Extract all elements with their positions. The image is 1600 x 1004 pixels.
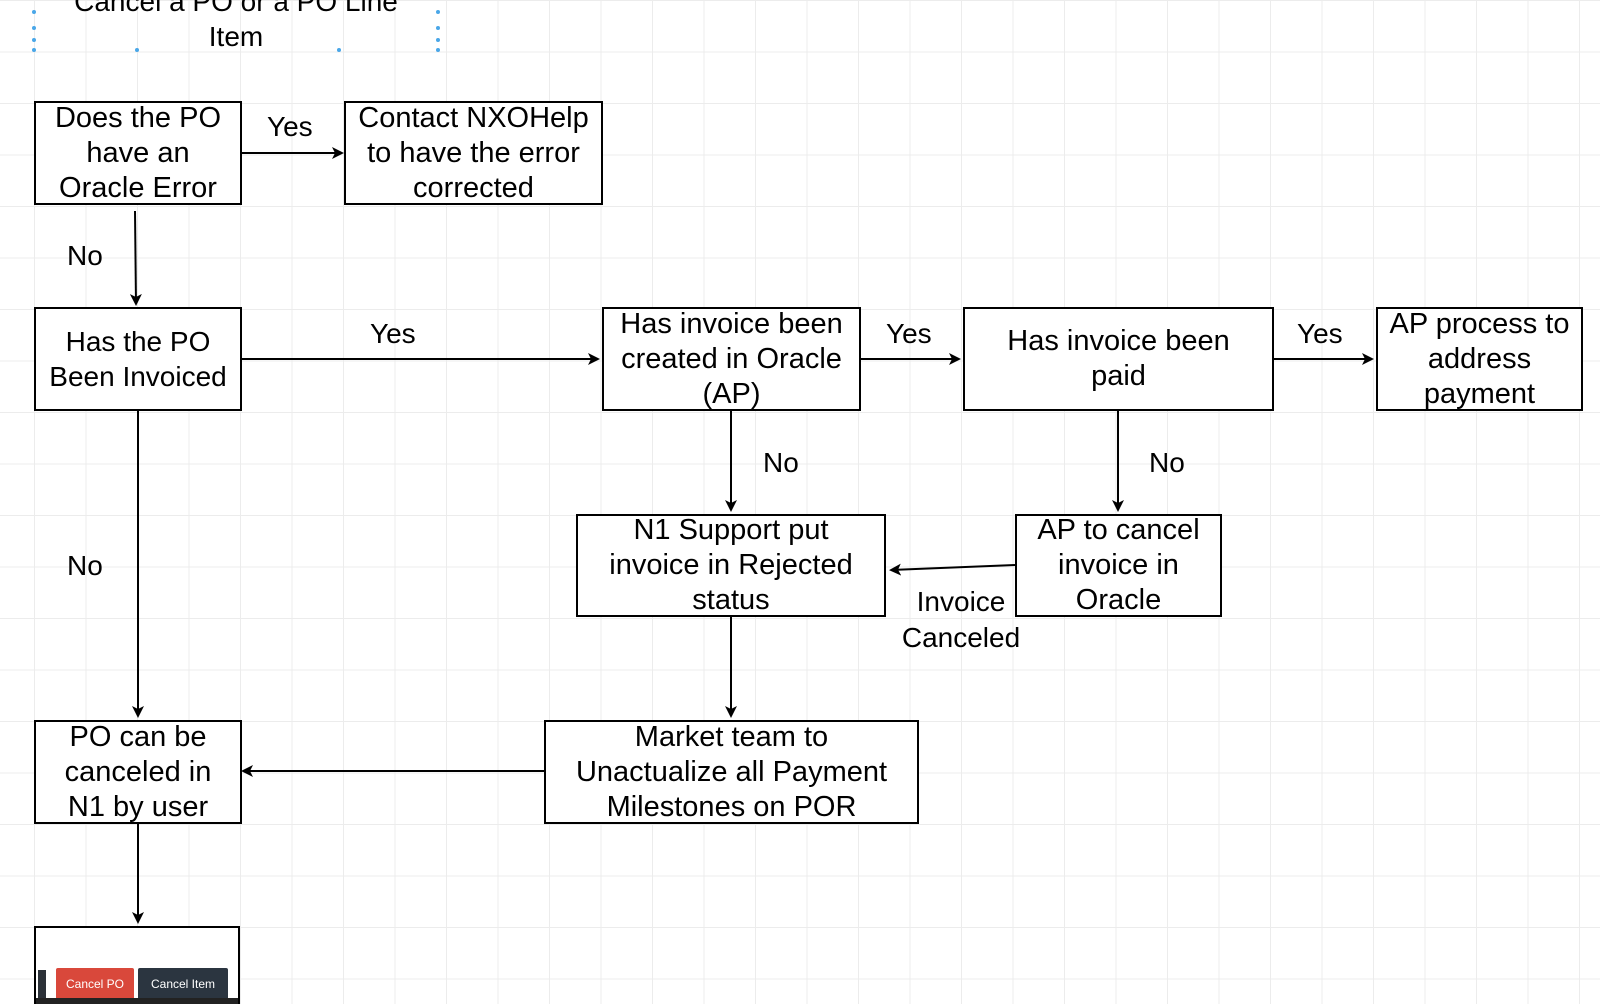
edge-label-yes: Yes	[267, 111, 313, 142]
cancel-po-button[interactable]: Cancel PO	[56, 968, 134, 1000]
edge-label-no: No	[1149, 447, 1185, 478]
node-text-line: N1 Support put	[633, 514, 829, 546]
node-text-line: address	[1427, 342, 1532, 375]
node-text-line: paid	[1091, 360, 1146, 392]
cancel-item-button[interactable]: Cancel Item	[138, 968, 228, 1000]
selection-handle[interactable]	[32, 10, 36, 14]
selection-handle[interactable]	[32, 26, 36, 30]
edge-label-line: Canceled	[901, 622, 1021, 653]
node-text-line: Oracle	[1075, 584, 1162, 616]
node-text-line: PO can be	[69, 720, 207, 753]
selection-handle[interactable]	[32, 48, 36, 52]
selection-handle[interactable]	[135, 48, 139, 52]
selection-handle[interactable]	[337, 48, 341, 52]
selection-handle[interactable]	[436, 10, 440, 14]
node-contact-nxohelp[interactable]: Contact NXOHelp to have the error correc…	[344, 101, 603, 205]
selection-handle[interactable]	[436, 38, 440, 42]
connector-oracle-to-invoiced[interactable]	[129, 210, 142, 306]
node-text-line: Contact NXOHelp	[358, 101, 589, 134]
edge-label-line: Invoice	[916, 586, 1006, 617]
diagram-title-line-2: Item	[208, 21, 264, 52]
node-oracle-error[interactable]: Does the PO have an Oracle Error	[34, 101, 242, 205]
node-text-line: to have the error	[367, 136, 580, 169]
selection-handle[interactable]	[436, 26, 440, 30]
node-text-line: Has invoice been	[1007, 325, 1230, 357]
node-text-line: invoice in	[1058, 549, 1179, 581]
node-ap-process[interactable]: AP process to address payment	[1376, 307, 1583, 411]
edge-label-no: No	[763, 447, 799, 478]
node-market-team[interactable]: Market team to Unactualize all Payment M…	[544, 720, 919, 824]
node-n1-support[interactable]: N1 Support put invoice in Rejected statu…	[576, 514, 886, 617]
node-text-line: payment	[1423, 377, 1536, 410]
node-text-line: Milestones on POR	[606, 790, 857, 823]
node-po-invoiced[interactable]: Has the PO Been Invoiced	[34, 307, 242, 411]
node-text-line: corrected	[413, 171, 534, 204]
connector-ap-cancel-to-n1-support[interactable]	[889, 563, 1016, 576]
edge-label-no: No	[67, 550, 103, 581]
node-text-line: Does the PO	[54, 101, 222, 134]
node-text-line: AP to cancel	[1037, 514, 1200, 546]
node-ap-cancel[interactable]: AP to cancel invoice in Oracle	[1015, 514, 1222, 617]
toolbar-edge	[38, 970, 46, 998]
edge-label-invoice-canceled: Invoice Canceled	[896, 584, 1026, 656]
diagram-title[interactable]: Cancel a PO or a PO Line Item	[34, 0, 438, 54]
node-text-line: (AP)	[702, 377, 761, 410]
node-text-line: Unactualize all Payment	[575, 755, 888, 788]
selection-handle[interactable]	[436, 48, 440, 52]
edge-label-yes: Yes	[886, 318, 932, 349]
node-text-line: status	[692, 584, 770, 616]
edge-label-yes: Yes	[370, 318, 416, 349]
node-text-line: Has the PO	[65, 326, 211, 357]
node-invoice-paid[interactable]: Has invoice been paid	[963, 307, 1274, 411]
node-text-line: Oracle Error	[59, 171, 217, 204]
diagram-title-line-1: Cancel a PO or a PO Line	[74, 0, 398, 17]
edge-label-yes: Yes	[1297, 318, 1343, 349]
node-text-line: Has invoice been	[620, 307, 843, 340]
node-text-line: canceled in	[64, 755, 212, 788]
selection-handle[interactable]	[32, 38, 36, 42]
edge-label-no: No	[67, 240, 103, 271]
node-text-line: invoice in Rejected	[609, 549, 853, 581]
embedded-button-screenshot[interactable]: Cancel PO Cancel Item	[34, 926, 240, 1004]
node-invoice-created[interactable]: Has invoice been created in Oracle (AP)	[602, 307, 861, 411]
node-text-line: have an	[86, 136, 190, 169]
node-text-line: AP process to	[1389, 307, 1570, 340]
node-text-line: created in Oracle	[621, 342, 842, 375]
screenshot-bottom-bar	[36, 998, 238, 1004]
node-text-line: Market team to	[634, 720, 829, 753]
node-text-line: N1 by user	[67, 790, 209, 823]
node-text-line: Been Invoiced	[49, 361, 227, 392]
node-po-cancel[interactable]: PO can be canceled in N1 by user	[34, 720, 242, 824]
